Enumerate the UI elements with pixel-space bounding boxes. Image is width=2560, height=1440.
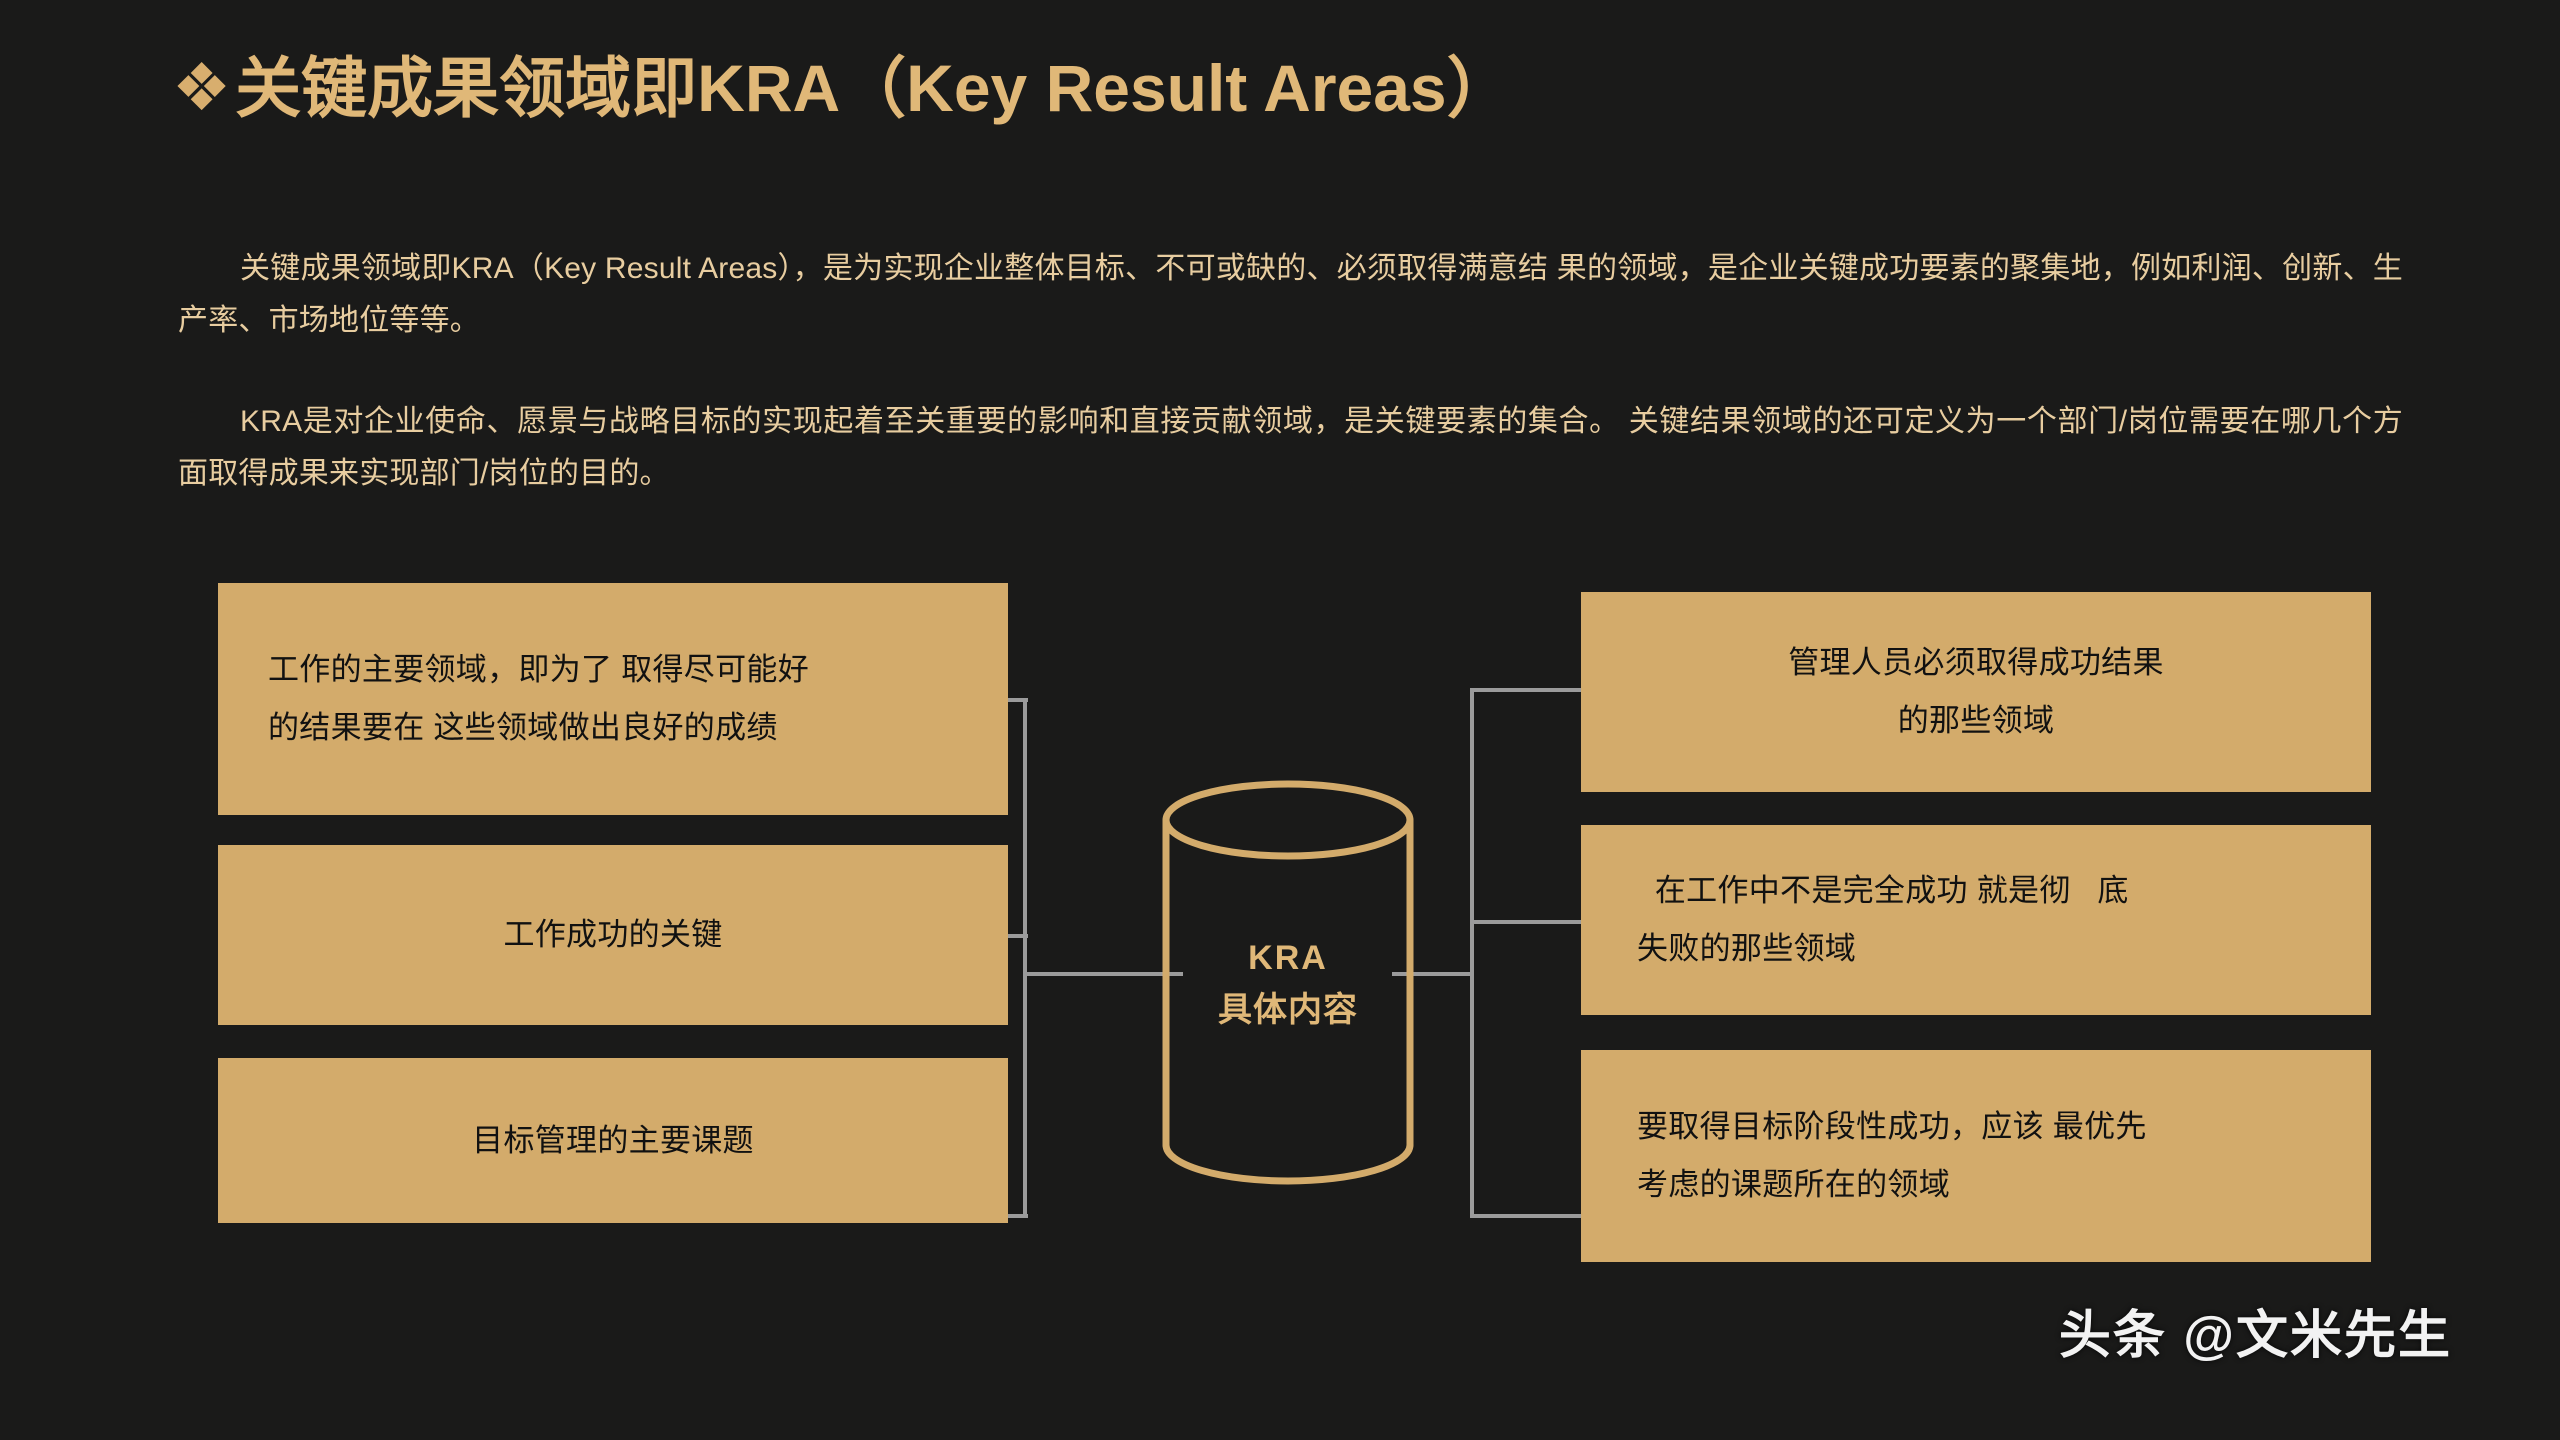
cylinder-label-line-1: KRA <box>1248 939 1328 977</box>
connector-left-spine <box>1023 698 1027 1216</box>
left-box-3[interactable]: 目标管理的主要课题 <box>218 1058 1008 1223</box>
connector-right-spine <box>1470 688 1474 1218</box>
connector-right-stub-1 <box>1470 688 1585 692</box>
right-box-3-line-2: 考虑的课题所在的领域 <box>1637 1167 1950 1202</box>
left-box-3-line-1: 目标管理的主要课题 <box>472 1122 754 1158</box>
left-box-1[interactable]: 工作的主要领域，即为了 取得尽可能好 的结果要在 这些领域做出良好的成绩 <box>218 583 1008 815</box>
connector-right-trunk <box>1392 972 1474 976</box>
connector-left-trunk <box>1023 972 1183 976</box>
right-box-1-line-1: 管理人员必须取得成功结果 <box>1788 645 2164 680</box>
right-box-3-line-1: 要取得目标阶段性成功，应该 最优先 <box>1637 1109 2147 1144</box>
connector-right-stub-3 <box>1470 1214 1585 1218</box>
watermark: 头条 @文米先生 <box>2058 1307 2452 1365</box>
cylinder-label-line-2: 具体内容 <box>1218 991 1358 1029</box>
right-box-2-line-1: 在工作中不是完全成功 就是彻 底 <box>1637 873 2129 908</box>
kra-cylinder-node[interactable]: KRA 具体内容 <box>1158 780 1418 1185</box>
right-box-1[interactable]: 管理人员必须取得成功结果 的那些领域 <box>1581 592 2371 792</box>
connector-left-stub-2 <box>1008 934 1028 938</box>
left-box-1-line-1: 工作的主要领域，即为了 取得尽可能好 <box>268 652 810 687</box>
right-box-3[interactable]: 要取得目标阶段性成功，应该 最优先 考虑的课题所在的领域 <box>1581 1050 2371 1262</box>
cylinder-label: KRA 具体内容 <box>1158 932 1418 1036</box>
page-title-text: 关键成果领域即KRA（Key Result Areas） <box>235 51 1513 125</box>
body-paragraph-2: KRA是对企业使命、愿景与战略目标的实现起着至关重要的影响和直接贡献领域，是关键… <box>178 405 2403 490</box>
right-box-1-line-2: 的那些领域 <box>1897 703 2055 738</box>
connector-left-stub-1 <box>1008 698 1028 702</box>
right-box-2[interactable]: 在工作中不是完全成功 就是彻 底 失败的那些领域 <box>1581 825 2371 1015</box>
left-box-2-line-1: 工作成功的关键 <box>503 917 723 952</box>
connector-left-stub-3 <box>1008 1214 1028 1218</box>
left-box-1-line-2: 的结果要在 这些领域做出良好的成绩 <box>268 710 778 745</box>
connector-right-stub-2 <box>1470 920 1585 924</box>
cylinder-icon <box>1162 780 1414 1185</box>
diamond-bullet-icon: ❖ <box>172 49 232 127</box>
body-paragraph-1: 关键成果领域即KRA（Key Result Areas），是为实现企业整体目标、… <box>178 252 2403 337</box>
page-title: ❖ 关键成果领域即KRA（Key Result Areas） <box>172 52 1513 125</box>
left-box-2[interactable]: 工作成功的关键 <box>218 845 1008 1025</box>
right-box-2-line-2: 失败的那些领域 <box>1637 931 1857 966</box>
